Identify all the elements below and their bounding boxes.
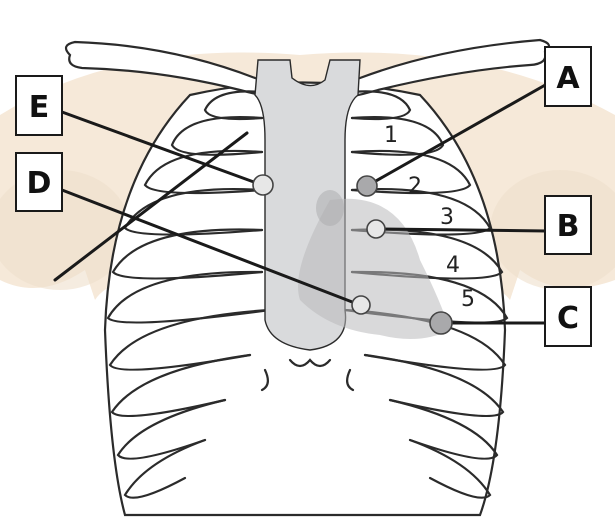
xiphoid-notches [260,358,355,392]
point-b[interactable] [366,219,386,239]
point-c[interactable] [429,311,453,335]
label-b[interactable]: B [544,195,592,255]
intercostal-number-1: 1 [384,123,398,148]
point-d[interactable] [351,295,371,315]
heart-apex-shade [316,190,344,226]
label-e[interactable]: E [15,75,63,136]
intercostal-number-5: 5 [461,287,475,312]
heart-shadow [298,198,450,339]
intercostal-number-3: 3 [440,205,454,230]
label-b-text: B [557,209,580,244]
leader-line-b [375,227,549,233]
label-a[interactable]: A [544,46,592,107]
label-e-text: E [29,90,50,125]
label-a-text: A [556,61,580,96]
intercostal-number-4: 4 [446,253,460,278]
label-c[interactable]: C [544,286,592,347]
leader-line-a [365,82,549,188]
leader-line-e [60,110,264,187]
point-e[interactable] [252,174,274,196]
leader-line-d [60,188,362,307]
intercostal-number-2: 2 [408,174,422,199]
label-c-text: C [557,301,579,336]
unlabeled-leader-line [53,131,249,282]
point-a[interactable] [356,175,378,197]
label-d[interactable]: D [15,152,63,212]
label-d-text: D [27,166,52,201]
